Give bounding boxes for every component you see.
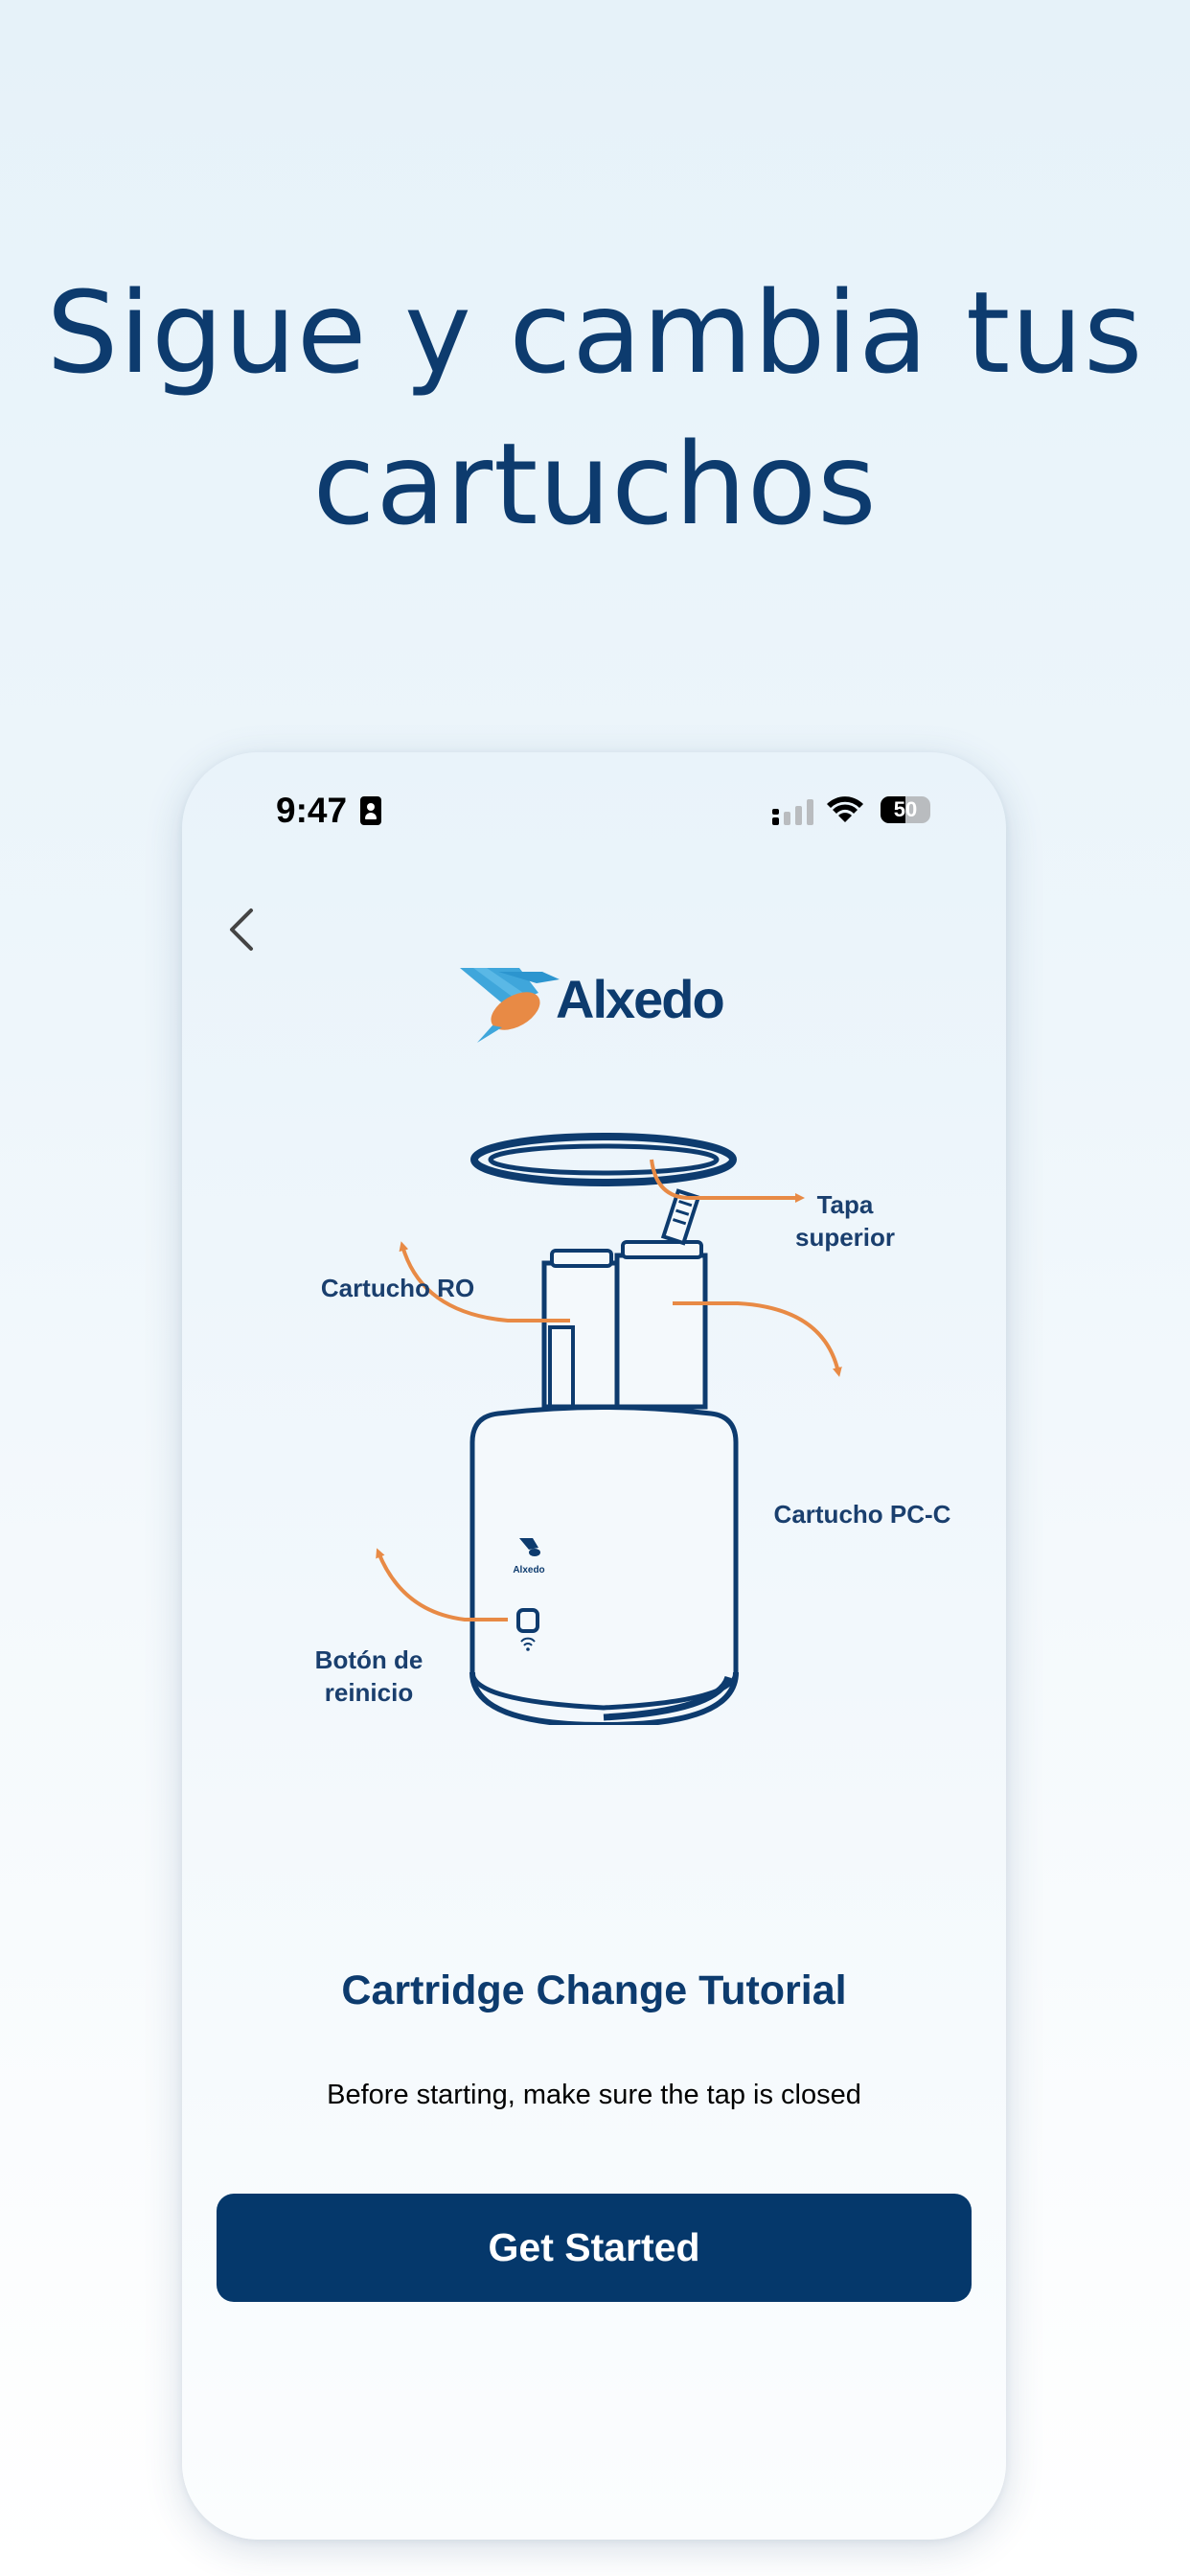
hummingbird-logo-icon [460,968,560,1043]
tutorial-subtitle: Before starting, make sure the tap is cl… [327,2080,861,2110]
purifier-body [469,1405,739,1725]
promo-title-line1: Sigue y cambia tus [46,266,1144,399]
arrow-pcc [673,1301,842,1377]
chevron-left-icon [230,908,253,951]
promo-title: Sigue y cambia tus cartuchos [0,257,1190,560]
label-tapa-line2: superior [794,1223,896,1252]
purifier-diagram: Alxedo [376,1133,842,1725]
arrow-ro [399,1241,570,1322]
cellular-signal-icon [772,799,813,825]
brand-logo: Alxedo [460,958,738,1054]
get-started-button[interactable]: Get Started [217,2194,972,2302]
back-button[interactable] [211,896,278,963]
battery-fill [881,796,905,823]
label-cartucho-ro-text: Cartucho RO [320,1274,475,1302]
id-card-icon [360,796,381,825]
arrow-reset [376,1548,508,1622]
arrow-tapa [650,1159,805,1203]
ro-cartridge [541,1249,622,1410]
label-tapa-line1: Tapa [816,1190,874,1219]
brand-name: Alxedo [556,969,725,1029]
top-cap-ring [470,1133,737,1186]
pcc-cartridge [614,1188,708,1410]
reset-button-graphic [516,1608,539,1651]
body-logo-text: Alxedo [513,1565,544,1576]
label-boton-line1: Botón de [314,1645,423,1674]
label-cartucho-pcc-text: Cartucho PC-C [773,1500,951,1529]
phone-mockup: 9:47 50 A [182,752,1006,2540]
label-boton-reinicio: Botón de reinicio [287,1644,450,1709]
label-cartucho-ro: Cartucho RO [287,1272,508,1304]
wifi-icon [827,796,863,822]
battery-icon: 50 [881,796,930,823]
promo-title-line2: cartuchos [312,418,878,550]
label-cartucho-pcc: Cartucho PC-C [767,1498,958,1530]
status-bar: 9:47 50 [182,752,1006,858]
body-logo-icon: Alxedo [513,1538,545,1576]
tutorial-title: Cartridge Change Tutorial [341,1967,847,2013]
status-time: 9:47 [276,791,348,830]
label-boton-line2: reinicio [324,1678,414,1707]
label-tapa-superior: Tapa superior [768,1188,922,1254]
battery-level-text: 50 [893,797,918,821]
